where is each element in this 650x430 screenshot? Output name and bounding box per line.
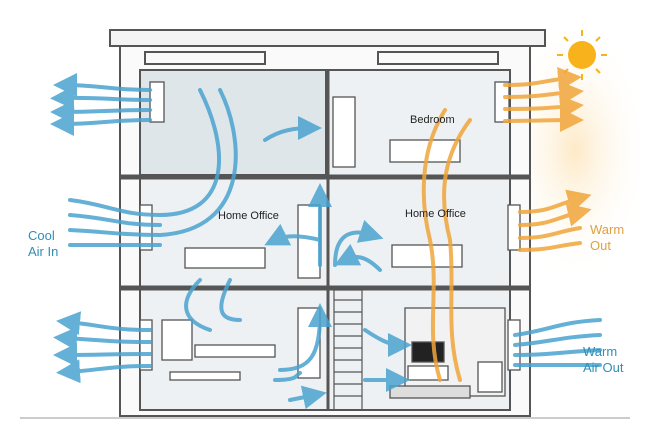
warm-out-label: Warm Out xyxy=(590,222,624,254)
shelf xyxy=(161,319,193,361)
cool-air-in-label: Cool Air In xyxy=(28,228,58,260)
label-line: Warm xyxy=(583,344,618,359)
window xyxy=(507,204,521,251)
door xyxy=(297,204,321,279)
dining-table xyxy=(169,371,241,381)
label-line: Air In xyxy=(28,244,59,259)
room-label-bedroom: Bedroom xyxy=(410,114,455,126)
staircase xyxy=(333,289,363,410)
armchair xyxy=(477,361,503,393)
label-line: Cool xyxy=(28,228,55,243)
label-line: Out xyxy=(590,238,611,253)
cool-airflow xyxy=(50,73,602,410)
tv-stand xyxy=(407,365,449,381)
warm-airflow xyxy=(421,66,592,382)
warm-air-out-label: Warm Air Out xyxy=(583,344,623,376)
kitchen-counter xyxy=(194,344,276,358)
sofa xyxy=(184,247,266,269)
label-line: Warm xyxy=(590,222,625,237)
window xyxy=(149,81,165,123)
tv xyxy=(411,341,445,363)
bed xyxy=(391,244,463,268)
window xyxy=(139,319,153,371)
room-label-home-office-right: Home Office xyxy=(405,208,466,220)
rug xyxy=(389,385,471,399)
door xyxy=(332,96,356,168)
room-label-home-office-left: Home Office xyxy=(218,210,279,222)
label-line: Air Out xyxy=(583,360,624,375)
window xyxy=(494,81,510,123)
